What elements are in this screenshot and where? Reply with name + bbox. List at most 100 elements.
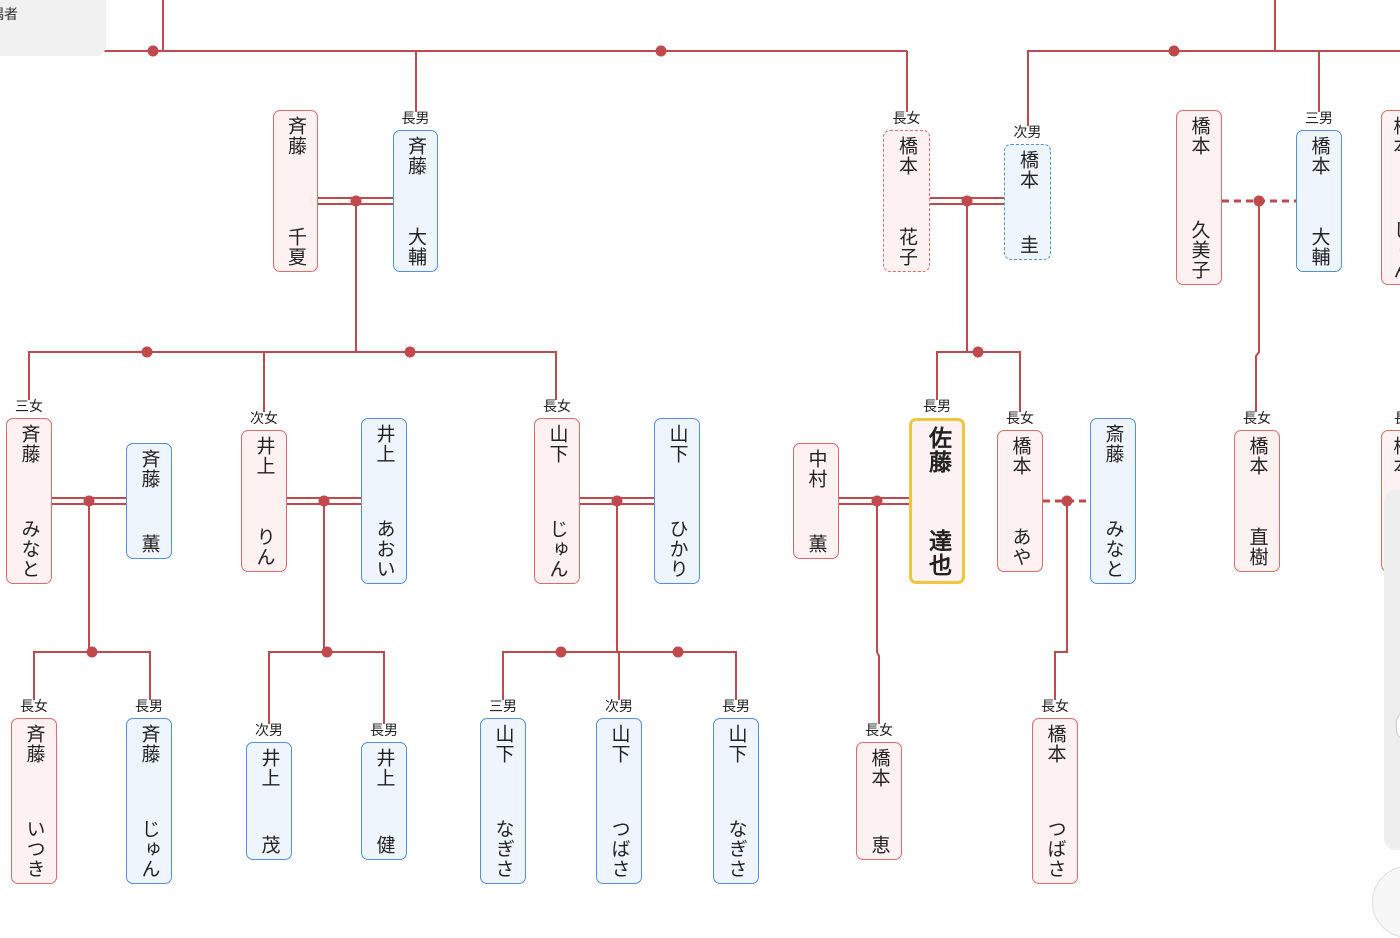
person-box[interactable]: 斉藤薫 [126,443,172,559]
surname-text: 橋本 [870,748,889,788]
person-box[interactable]: 橋本あや [997,430,1043,572]
relation-label: 三女 [15,398,43,416]
person-card-saito-jun[interactable]: 長男斉藤じゅん [126,698,172,884]
given-name-text: つばさ [610,819,629,879]
person-box[interactable]: 井上りん [241,430,287,572]
surname-text: 橋本 [1018,150,1037,190]
person-card-hashimoto-naoki[interactable]: 長女橋本直樹 [1234,410,1280,572]
surname-text: 山下 [727,724,746,764]
children-bar-saito-minato [34,652,150,700]
surname-text: 井上 [255,436,274,476]
person-card-saito-chika[interactable]: 斉藤千夏 [273,110,318,272]
person-box[interactable]: 斉藤千夏 [273,110,318,272]
person-box[interactable]: 井上茂 [246,742,292,860]
surname-text: 山下 [548,424,567,464]
person-card-yamashita-jun[interactable]: 長女山下じゅん [534,398,580,584]
person-card-hashimoto-aya[interactable]: 長女橋本あや [997,410,1043,572]
surname-text: 橋本 [1046,724,1065,764]
person-card-hashimoto-kumiko[interactable]: 橋本久美子 [1176,110,1222,285]
person-box[interactable]: 斉藤いつき [11,718,57,884]
given-name-text: 健 [375,835,394,855]
person-card-hashimoto-megumi[interactable]: 長女橋本恵 [856,722,902,860]
relation-label: 次男 [605,698,633,716]
relation-label: 長男 [135,698,163,716]
given-name-text: じゅん [140,819,159,879]
legend-panel: 偶者 [0,0,106,56]
given-name-text: 大輔 [1310,227,1329,267]
person-card-yamashita-nagisa-3[interactable]: 三男山下なぎさ [480,698,526,884]
person-card-yamashita-tsubasa[interactable]: 次男山下つばさ [596,698,642,884]
relation-label: 長女 [865,722,893,740]
person-card-saito-daisuke[interactable]: 長男斉藤大輔 [393,110,438,272]
person-card-saito-minato-2[interactable]: 斎藤みなと [1090,418,1136,584]
person-card-sato-tatsuya[interactable]: 長男佐藤達也 [909,398,965,584]
person-box[interactable]: 井上あおい [361,418,407,584]
surname-text: 井上 [260,748,279,788]
desc-hashimoto-aya [1055,501,1067,700]
person-box[interactable]: 山下つばさ [596,718,642,884]
given-name-text: いつき [25,819,44,879]
person-box[interactable]: 斎藤みなと [1090,418,1136,584]
person-card-saito-minato[interactable]: 三女斉藤みなと [6,398,52,584]
relation-label: 長男 [402,110,430,128]
surname-text: 井上 [375,748,394,788]
person-box[interactable]: 橋本花子 [883,130,930,272]
person-card-yamashita-hikari[interactable]: 山下ひかり [654,418,700,584]
surname-text: 橋本 [1190,116,1209,156]
person-box[interactable]: 橋本大輔 [1296,130,1342,272]
given-name-text: 千夏 [286,227,305,267]
junction-dot [142,347,153,358]
given-name-text: 久美子 [1190,220,1209,280]
person-card-inoue-rin[interactable]: 次女井上りん [241,410,287,572]
person-box[interactable]: 山下なぎさ [480,718,526,884]
person-box[interactable]: 橋本圭 [1004,144,1051,260]
person-card-inoue-shigeru[interactable]: 次男井上茂 [246,722,292,860]
person-box[interactable]: 斉藤じゅん [126,718,172,884]
person-box[interactable]: 橋本恵 [856,742,902,860]
relation-label: 長女 [893,110,921,128]
given-name-text: 達也 [926,529,949,577]
person-card-nakamura-kaoru[interactable]: 中村薫 [793,443,839,559]
surname-text: 橋本 [1310,136,1329,176]
person-box[interactable]: 橋本じゅん [1381,110,1400,285]
desc-hashimoto-kumiko [1256,201,1259,412]
person-box[interactable]: 斉藤大輔 [393,130,438,272]
given-name-text: みなと [20,519,39,579]
relation-label: 長女 [1041,698,1069,716]
relation-label: 長女 [543,398,571,416]
person-card-hashimoto-hanako[interactable]: 長女橋本花子 [883,110,930,272]
relation-label: 長女 [20,698,48,716]
surname-text: 山下 [668,424,687,464]
person-box[interactable]: 山下ひかり [654,418,700,584]
person-card-saito-itsuki[interactable]: 長女斉藤いつき [11,698,57,884]
person-box[interactable]: 佐藤達也 [909,418,965,584]
relation-label: 次女 [250,410,278,428]
person-box[interactable]: 井上健 [361,742,407,860]
person-card-hashimoto-tsubasa[interactable]: 長女橋本つばさ [1032,698,1078,884]
person-card-hashimoto-jun-edge[interactable]: 橋本じゅん [1381,110,1400,285]
person-card-yamashita-nagisa-1[interactable]: 長男山下なぎさ [713,698,759,884]
surname-text: 橋本 [1248,436,1267,476]
person-card-hashimoto-daisuke[interactable]: 三男橋本大輔 [1296,110,1342,272]
surname-text: 斉藤 [25,724,44,764]
side-panel[interactable] [1384,490,1400,850]
relation-label: 長女 [1243,410,1271,428]
person-box[interactable]: 斉藤みなと [6,418,52,584]
legend-label: 偶者 [0,4,18,24]
person-card-saito-kaoru[interactable]: 斉藤薫 [126,443,172,559]
person-box[interactable]: 橋本久美子 [1176,110,1222,285]
given-name-text: あおい [375,519,394,579]
relation-label: 三男 [489,698,517,716]
person-box[interactable]: 中村薫 [793,443,839,559]
person-card-inoue-aoi[interactable]: 井上あおい [361,418,407,584]
person-box[interactable]: 山下なぎさ [713,718,759,884]
given-name-text: りん [255,527,274,567]
person-box[interactable]: 橋本つばさ [1032,718,1078,884]
person-box[interactable]: 山下じゅん [534,418,580,584]
person-card-hashimoto-kei[interactable]: 次男橋本圭 [1004,124,1051,260]
person-box[interactable]: 橋本直樹 [1234,430,1280,572]
surname-text: 井上 [375,424,394,464]
person-card-inoue-ken[interactable]: 長男井上健 [361,722,407,860]
junction-dot [87,647,98,658]
surname-text: 橋本 [897,136,916,176]
